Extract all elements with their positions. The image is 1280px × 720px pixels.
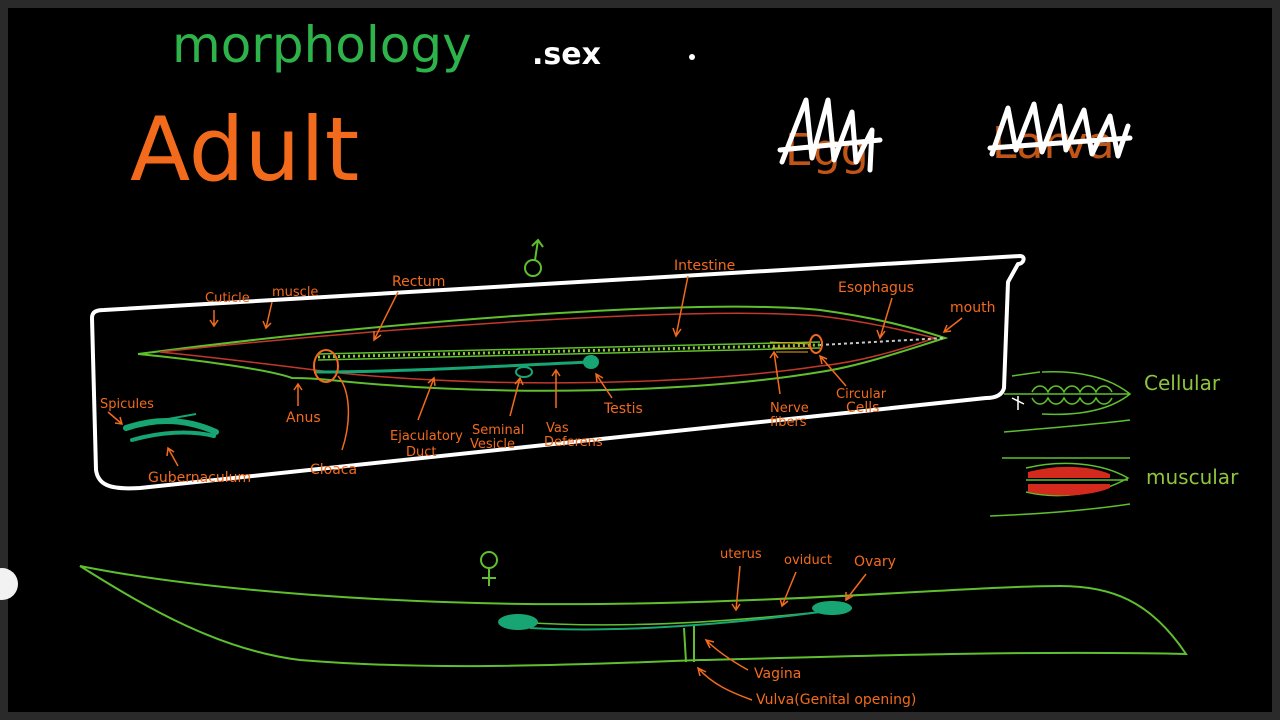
label-mouth: mouth <box>950 300 995 316</box>
label-nerve-2: fibers <box>770 415 807 430</box>
label-vulva: Vulva(Genital opening) <box>756 692 916 708</box>
esophagus-muscular-diagram <box>989 457 1131 517</box>
label-cloaca: Cloaca <box>310 462 357 478</box>
testis-shape <box>583 355 599 369</box>
female-ovary-left <box>498 614 538 630</box>
label-circular-1: Circular <box>836 387 887 402</box>
female-body-outline <box>79 565 1188 668</box>
female-reproductive-tract <box>517 607 853 626</box>
stage-heading: Adult <box>130 98 359 201</box>
vas-deferens-tube <box>313 360 591 374</box>
label-seminal-2: Vesicle <box>470 437 515 452</box>
male-labels: Cuticle muscle Rectum Intestine Esophagu… <box>100 258 995 486</box>
label-esophagus: Esophagus <box>838 280 914 296</box>
label-anus: Anus <box>286 410 321 426</box>
female-ovary-right <box>812 601 852 615</box>
label-rectum: Rectum <box>392 274 445 290</box>
label-seminal-1: Seminal <box>472 423 524 438</box>
female-labels: uterus oviduct Ovary Vagina Vulva(Genita… <box>720 547 916 708</box>
spicules-icon <box>123 413 219 442</box>
label-cellular: Cellular <box>1144 371 1221 395</box>
label-oviduct: oviduct <box>784 553 832 568</box>
male-intestine-cells <box>317 343 821 359</box>
topic-heading: morphology <box>172 16 472 74</box>
label-vagina: Vagina <box>754 666 801 682</box>
female-arrows <box>696 565 867 701</box>
label-cuticle: Cuticle <box>205 291 250 306</box>
label-ejaculatory-2: Duct <box>406 445 437 460</box>
nerve-fibers-lines <box>769 341 811 353</box>
male-esophagus <box>819 337 946 346</box>
male-symbol-icon <box>524 238 544 277</box>
label-uterus: uterus <box>720 547 762 562</box>
esophagus-cellular-diagram <box>1003 370 1132 433</box>
seminal-vesicle-shape <box>515 366 533 378</box>
label-ovary: Ovary <box>854 554 896 570</box>
sex-note: .sex <box>532 37 601 72</box>
label-nerve-1: Nerve <box>770 401 809 416</box>
scribble-out-1: Egg <box>777 97 883 176</box>
nematode-diagram: morphology Adult .sex Egg Larva Cuticle … <box>79 16 1239 708</box>
stray-dot <box>689 54 695 60</box>
female-vagina <box>683 626 695 663</box>
label-vas-1: Vas <box>546 421 569 436</box>
label-testis: Testis <box>603 401 643 417</box>
label-muscular: muscular <box>1146 465 1239 489</box>
whiteboard-canvas: morphology Adult .sex Egg Larva Cuticle … <box>8 8 1272 712</box>
female-symbol-icon <box>480 551 498 586</box>
label-vas-2: Deferens <box>544 435 603 450</box>
label-gubernaculum: Gubernaculum <box>148 470 251 486</box>
label-ejaculatory-1: Ejaculatory <box>390 429 463 444</box>
scroll-handle[interactable] <box>0 568 18 600</box>
label-intestine: Intestine <box>674 258 735 274</box>
label-circular-2: Cells <box>846 400 879 416</box>
male-intestine <box>317 341 821 361</box>
scribble-out-2: Larva <box>987 101 1133 169</box>
cloaca-shape <box>313 349 339 383</box>
label-muscle: muscle <box>272 285 318 300</box>
label-spicules: Spicules <box>100 397 154 412</box>
male-arrows <box>107 275 963 467</box>
female-uterus <box>529 611 821 631</box>
male-body-outline <box>137 305 949 392</box>
male-highlight-box <box>90 254 1026 491</box>
